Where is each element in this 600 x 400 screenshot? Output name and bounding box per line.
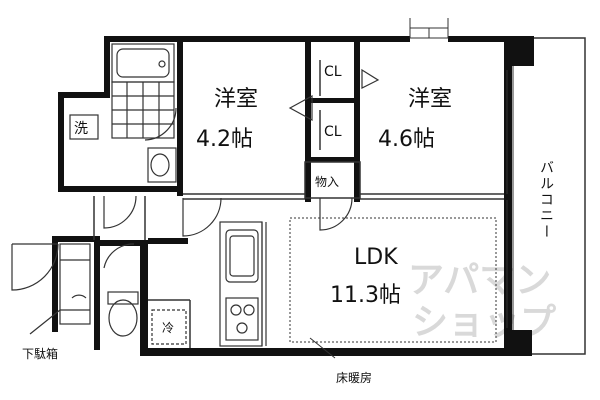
- toilet-bowl: [108, 299, 138, 337]
- watermark-line1: アパマン: [408, 260, 551, 301]
- kitchen-sink: [225, 229, 259, 283]
- floor-heating-leader: [309, 337, 336, 359]
- shoe-box-label: 下駄箱: [22, 346, 58, 361]
- interior-walls: [177, 36, 360, 202]
- washbasin: [147, 147, 177, 183]
- wall-closet-mid: [305, 98, 360, 103]
- door-room-left: [182, 197, 222, 237]
- wall-bottom: [146, 348, 512, 356]
- wall-west-upper: [104, 36, 110, 94]
- partitions: [93, 60, 504, 348]
- wall-closet-east: [354, 36, 360, 202]
- storage-label: 物入: [315, 175, 339, 189]
- wall-closet-bottom: [305, 157, 360, 162]
- room-left-size: 4.2帖: [196, 127, 253, 152]
- wall-toilet-east: [140, 240, 148, 356]
- door-hall: [103, 195, 137, 229]
- windows: [409, 18, 508, 328]
- wall-laundry-west: [58, 92, 64, 192]
- wall-entry-west: [52, 236, 58, 332]
- wall-top-left: [104, 36, 410, 42]
- wall-entry-top: [56, 236, 100, 242]
- washer-label: 洗: [74, 121, 88, 137]
- watermark: アパマン ショップ: [408, 260, 556, 343]
- balcony-label: バルコニー: [538, 160, 554, 240]
- wall-toilet-top: [94, 240, 148, 246]
- stove: [225, 297, 259, 341]
- room-left-name: 洋室: [214, 87, 258, 112]
- doors: [103, 68, 380, 237]
- unit-bath: [69, 43, 177, 183]
- washer-box: [69, 114, 99, 140]
- wall-laundry-bottom: [58, 186, 182, 192]
- wall-laundry-top: [58, 92, 110, 98]
- fridge-space: [151, 309, 187, 345]
- closet-lower-label: CL: [324, 124, 342, 140]
- fridge-label: 冷: [162, 321, 174, 335]
- closet-marker-left: [288, 94, 313, 122]
- wall-top-right: [448, 36, 510, 42]
- wall-hall-stub: [148, 238, 188, 244]
- storage-outline: [304, 161, 361, 199]
- ldk-name: LDK: [354, 245, 398, 270]
- floor-heating-area: [289, 217, 497, 343]
- wall-toilet-west: [94, 240, 100, 350]
- room-right-size: 4.6帖: [378, 127, 435, 152]
- room-right-name: 洋室: [408, 87, 452, 112]
- watermark-line2: ショップ: [412, 302, 556, 343]
- toilet-door-swing: [103, 243, 135, 269]
- closet-upper-label: CL: [324, 64, 342, 80]
- column-ne: [504, 36, 534, 66]
- door-storage: [319, 197, 353, 231]
- wall-east: [504, 36, 512, 354]
- shoe-box-leader: [29, 309, 61, 335]
- wall-room-divider: [305, 36, 311, 202]
- wall-bath-east: [177, 36, 183, 196]
- toilet: [103, 243, 139, 337]
- shoe-box: [59, 243, 91, 325]
- front-door-swing: [11, 243, 59, 291]
- bath-door-swing: [144, 107, 177, 141]
- floor-heating-label: 床暖房: [336, 370, 372, 385]
- kitchen: [151, 221, 267, 347]
- exterior-walls: [52, 36, 534, 356]
- ldk-size: 11.3帖: [330, 283, 401, 308]
- entrance: [11, 243, 91, 335]
- closet-marker-right: [361, 68, 380, 89]
